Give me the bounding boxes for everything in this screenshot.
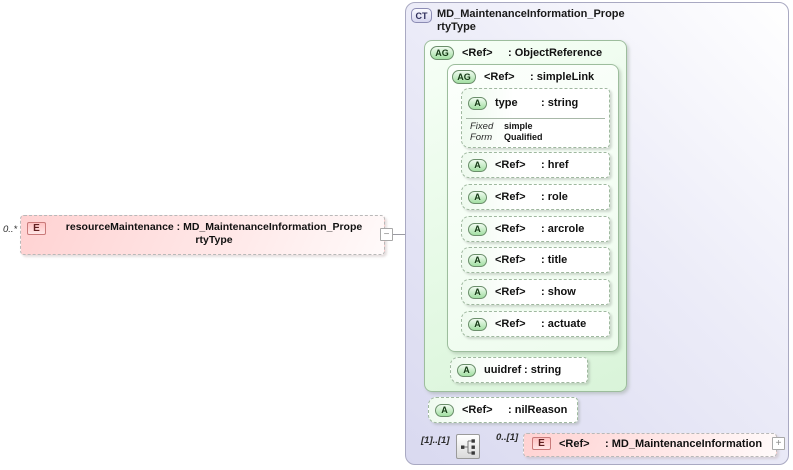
source-element-label: resourceMaintenance : MD_MaintenanceInfo… — [65, 221, 363, 246]
element-occurrence-label: 0..[1] — [496, 432, 519, 443]
source-element-box[interactable] — [20, 215, 385, 255]
simplelink-name: <Ref> — [484, 71, 515, 83]
facet-separator — [466, 118, 605, 119]
attribute-name: <Ref> — [495, 191, 526, 203]
attribute-name: type — [495, 97, 518, 109]
attribute-badge-icon: A — [468, 253, 487, 267]
attribute-badge-icon: A — [468, 158, 487, 172]
attribute-name: <Ref> — [462, 404, 493, 416]
attribute-type: : arcrole — [541, 223, 585, 235]
attribute-name: <Ref> — [495, 159, 526, 171]
attribute-row-uuidref[interactable]: A uuidref : string — [450, 357, 588, 383]
maintenance-element-row: E <Ref> : MD_MaintenanceInformation — [532, 437, 762, 450]
attribute-type: : actuate — [541, 318, 587, 330]
attribute-type: : show — [541, 286, 576, 298]
facet-form-row: Form Qualified — [470, 132, 543, 143]
expand-button[interactable]: + — [772, 437, 785, 450]
attribute-row-type[interactable]: A type : string Fixed simple Form Qualif… — [461, 88, 610, 148]
attribute-badge-icon: A — [468, 285, 487, 299]
sequence-occurrence-label: [1]..[1] — [421, 435, 450, 446]
facet-fixed-row: Fixed simple — [470, 121, 533, 132]
attribute-badge-icon: A — [468, 96, 487, 110]
complex-type-badge-icon: CT — [411, 8, 432, 23]
simplelink-header: AG <Ref> : simpleLink — [452, 70, 594, 84]
attribute-name: <Ref> — [495, 318, 526, 330]
attribute-type: : title — [541, 254, 568, 266]
element-badge-icon: E — [532, 437, 551, 450]
sequence-compositor-icon[interactable] — [456, 434, 480, 459]
objectreference-header: AG <Ref> : ObjectReference — [430, 46, 602, 60]
attribute-group-badge-icon: AG — [430, 46, 454, 60]
attribute-badge-icon: A — [468, 222, 487, 236]
collapse-button[interactable]: − — [380, 228, 393, 241]
attribute-badge-icon: A — [435, 403, 454, 417]
attribute-badge-icon: A — [457, 363, 476, 377]
attribute-type: : string — [541, 97, 579, 109]
attribute-name: <Ref> — [495, 286, 526, 298]
attribute-row-nilreason[interactable]: A <Ref> : nilReason — [428, 397, 578, 423]
attribute-type: : role — [541, 191, 568, 203]
objectreference-name: <Ref> — [462, 47, 493, 59]
attribute-row-actuate[interactable]: A <Ref> : actuate — [461, 311, 610, 337]
attribute-row-title[interactable]: A <Ref> : title — [461, 247, 610, 273]
objectreference-type: : ObjectReference — [508, 47, 603, 59]
complex-type-header: CT MD_MaintenanceInformation_Prope rtyTy… — [411, 8, 625, 34]
attribute-name: uuidref — [484, 364, 522, 376]
attribute-badge-icon: A — [468, 190, 487, 204]
sequence-glyph — [461, 438, 475, 455]
connector-line — [393, 234, 414, 235]
attribute-type: : href — [541, 159, 569, 171]
simplelink-type: : simpleLink — [530, 71, 595, 83]
source-multiplicity-label: 0..* — [3, 224, 18, 235]
attribute-row-arcrole[interactable]: A <Ref> : arcrole — [461, 216, 610, 242]
attribute-badge-icon: A — [468, 317, 487, 331]
attribute-group-badge-icon: AG — [452, 70, 476, 84]
maintenance-element-type: : MD_MaintenanceInformation — [605, 437, 763, 450]
maintenance-element-name: <Ref> — [559, 437, 590, 450]
complex-type-title: MD_MaintenanceInformation_Prope rtyType — [437, 8, 625, 33]
attribute-name: <Ref> — [495, 223, 526, 235]
element-badge-icon: E — [27, 222, 46, 235]
attribute-row-role[interactable]: A <Ref> : role — [461, 184, 610, 210]
attribute-type: : nilReason — [508, 404, 568, 416]
attribute-name: <Ref> — [495, 254, 526, 266]
maintenance-element-box[interactable] — [523, 433, 777, 457]
attribute-row-href[interactable]: A <Ref> : href — [461, 152, 610, 178]
attribute-row-show[interactable]: A <Ref> : show — [461, 279, 610, 305]
attribute-type: : string — [524, 364, 562, 376]
